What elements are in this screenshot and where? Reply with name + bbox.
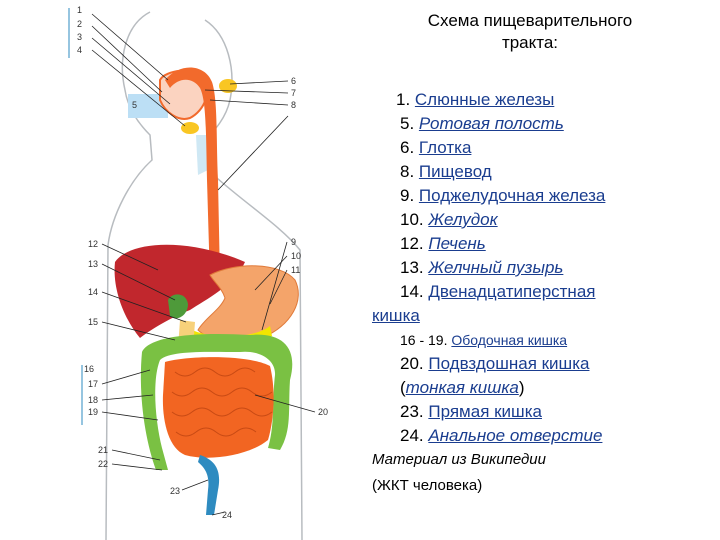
fig-label-20: 20: [318, 407, 328, 417]
legend-item: 12. Печень: [372, 232, 712, 256]
legend-item-number: (: [400, 378, 406, 397]
fig-label-16: 16: [84, 364, 94, 374]
legend-item-number: 6.: [400, 138, 419, 157]
salivary-gland-upper: [219, 79, 237, 93]
fig-label-13: 13: [88, 259, 98, 269]
legend-item: 16 - 19. Ободочная кишка: [372, 328, 712, 352]
fig-label-6: 6: [291, 76, 296, 86]
small-intestine: [162, 357, 274, 458]
legend-item: 13. Желчный пузырь: [372, 256, 712, 280]
legend-item-link[interactable]: тонкая кишка: [405, 378, 519, 397]
liver: [114, 244, 245, 338]
fig-label-2: 2: [77, 19, 82, 29]
legend-item-number: 14.: [400, 282, 429, 301]
legend-item-link[interactable]: Анальное отверстие: [428, 426, 603, 445]
legend-item-number: 12.: [400, 234, 429, 253]
legend-item: 23. Прямая кишка: [372, 400, 712, 424]
legend-item-link[interactable]: Глотка: [418, 138, 472, 157]
legend-item-link[interactable]: кишка: [372, 306, 420, 325]
fig-label-3: 3: [77, 32, 82, 42]
fig-label-10: 10: [291, 251, 301, 261]
legend-item: 1. Слюнные железы: [372, 88, 712, 112]
fig-label-19: 19: [88, 407, 98, 417]
legend-item: 5. Ротовая полость: [372, 112, 712, 136]
legend-item-number: 13.: [400, 258, 429, 277]
colon: [140, 333, 293, 470]
gallbladder: [168, 294, 188, 319]
fig-label-22: 22: [98, 459, 108, 469]
fig-label-14: 14: [88, 287, 98, 297]
legend-item: (тонкая кишка): [372, 376, 712, 400]
legend-item-link[interactable]: Прямая кишка: [428, 402, 542, 421]
legend-item-number: 5.: [400, 114, 419, 133]
diagram-title: Схема пищеварительного тракта:: [380, 10, 680, 54]
legend-item-link[interactable]: Ободочная кишка: [451, 332, 568, 348]
fig-label-5: 5: [132, 100, 137, 110]
fig-label-23: 23: [170, 486, 180, 496]
legend-item-link[interactable]: Поджелудочная железа: [418, 186, 606, 205]
fig-label-18: 18: [88, 395, 98, 405]
fig-label-17: 17: [88, 379, 98, 389]
legend-item: 14. Двенадцатиперстная: [372, 280, 712, 304]
legend-item-link[interactable]: Слюнные железы: [414, 90, 555, 109]
source-line-1: Материал из Википедии: [372, 451, 546, 468]
legend-item-number: 10.: [400, 210, 429, 229]
legend-item: 24. Анальное отверстие: [372, 424, 712, 448]
fig-label-4: 4: [77, 45, 82, 55]
legend-item-link[interactable]: Желчный пузырь: [428, 258, 564, 277]
legend-item-link[interactable]: Пищевод: [418, 162, 492, 181]
legend-item-number: 24.: [400, 426, 429, 445]
rectum: [198, 455, 220, 515]
source-line-2: (ЖКТ человека): [372, 477, 483, 494]
fig-label-1: 1: [77, 5, 82, 15]
fig-label-11: 11: [291, 265, 300, 275]
legend-item-number: 16 - 19.: [400, 332, 452, 348]
legend-item: кишка: [372, 304, 712, 328]
legend-item-link[interactable]: Подвздошная кишка: [428, 354, 590, 373]
fig-label-15: 15: [88, 317, 98, 327]
legend-item: 9. Поджелудочная железа: [372, 184, 712, 208]
salivary-gland-lower: [181, 122, 199, 134]
legend-item-number: 1.: [396, 90, 415, 109]
legend-item-suffix: ): [518, 378, 525, 397]
legend-item-number: 8.: [400, 162, 419, 181]
fig-label-24: 24: [222, 510, 232, 520]
digestive-tract-diagram: 1 2 3 4 5 6 7 8 9 10 11 12 13 14 15 16 1…: [68, 5, 328, 540]
legend-item-number: 20.: [400, 354, 429, 373]
fig-label-7: 7: [291, 88, 296, 98]
small-intestine-folds: [171, 367, 273, 437]
leader-lines: [91, 13, 316, 516]
legend-item-link[interactable]: Ротовая полость: [418, 114, 564, 133]
fig-label-21: 21: [98, 445, 108, 455]
legend-item: 8. Пищевод: [372, 160, 712, 184]
legend-item: 20. Подвздошная кишка: [372, 352, 712, 376]
fig-label-12: 12: [88, 239, 98, 249]
title-line-1: Схема пищеварительного: [427, 11, 633, 30]
legend-item-link[interactable]: Желудок: [428, 210, 498, 229]
legend-item-link[interactable]: Двенадцатиперстная: [428, 282, 596, 301]
legend-item: 10. Желудок: [372, 208, 712, 232]
legend-item-number: 9.: [400, 186, 419, 205]
title-line-2: тракта:: [501, 33, 559, 52]
fig-label-8: 8: [291, 100, 296, 110]
legend-item: 6. Глотка: [372, 136, 712, 160]
legend-item-link[interactable]: Печень: [428, 234, 486, 253]
figure-number-labels: 1 2 3 4 5 6 7 8 9 10 11 12 13 14 15 16 1…: [77, 5, 328, 520]
esophagus: [165, 67, 220, 282]
legend-item-number: 23.: [400, 402, 429, 421]
fig-label-9: 9: [291, 237, 296, 247]
left-marker-lines: [68, 8, 83, 425]
